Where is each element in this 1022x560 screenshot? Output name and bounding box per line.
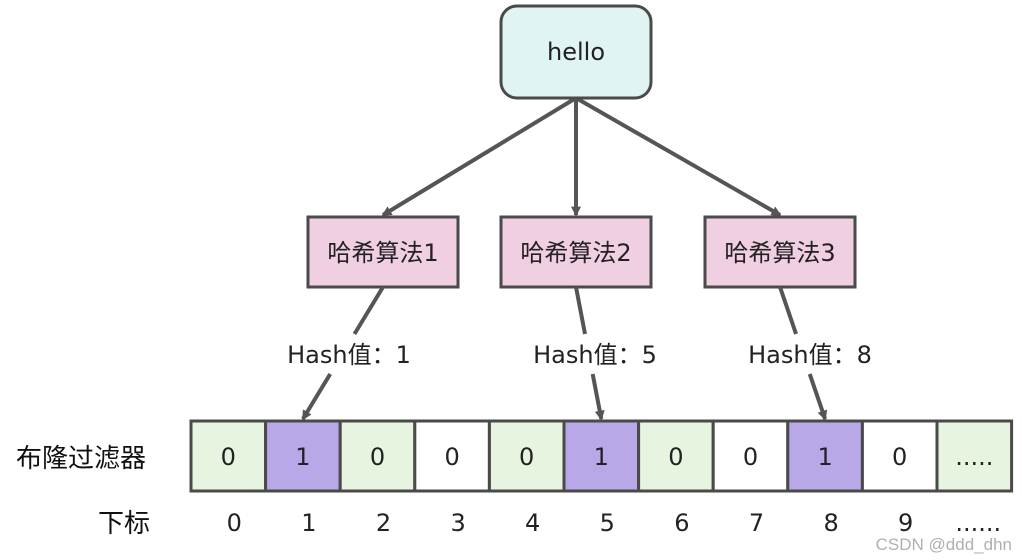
filter-cell-value-0: 0: [221, 443, 236, 471]
filter-cell-6: [637, 419, 715, 493]
index-label-0: 0: [227, 509, 242, 537]
filter-cell-value-8: 1: [817, 443, 832, 471]
index-label-1: 1: [301, 509, 316, 537]
index-row-label: 下标: [98, 509, 150, 539]
index-label-8: 8: [823, 509, 838, 537]
root-node-box: [499, 4, 653, 100]
root-node: hello: [499, 4, 653, 100]
filter-cell-value-3: 0: [444, 443, 459, 471]
hash-function-3: 哈希算法3: [703, 215, 857, 289]
hash-value-label-2: Hash值：5: [533, 341, 657, 369]
filter-cell-10: [935, 419, 1014, 493]
root-edges: [381, 96, 782, 217]
filter-cell-value-6: 0: [668, 443, 683, 471]
index-labels: 0 1 2 3 4 5 6 7 8 9......: [227, 509, 1002, 537]
filter-label: 布隆过滤器: [16, 444, 146, 474]
hash-value-label-1: Hash值：1: [287, 341, 411, 369]
edge-hash-1-to-cell: [301, 372, 332, 421]
filter-cell-value-7: 0: [743, 443, 758, 471]
index-label-5: 5: [600, 509, 615, 537]
filter-cell-4: [487, 419, 566, 493]
filter-cell-2: [338, 419, 417, 493]
index-label-7: 7: [749, 509, 764, 537]
index-label-6: 6: [674, 509, 689, 537]
filter-cell-1: [264, 419, 342, 493]
edge-hash-3-to-cell: [807, 373, 828, 421]
filter-cell-value-4: 0: [519, 443, 534, 471]
index-label-4: 4: [525, 509, 540, 537]
index-label-3: 3: [450, 509, 465, 537]
filter-cell-value-5: 1: [594, 443, 609, 471]
edge-hash-2-upper: [574, 286, 587, 335]
index-label-2: 2: [376, 509, 391, 537]
filter-cells: 0 1 0 0 0 1 0 0 1 0.....: [189, 419, 1014, 493]
filter-cell-value-9: 0: [892, 443, 907, 471]
index-label-9: 9: [898, 509, 913, 537]
edge-hash-3-upper: [778, 286, 798, 335]
edge-root-to-hash-3: [575, 96, 782, 217]
root-node-label: hello: [547, 38, 605, 66]
watermark: CSDN @ddd_dhn: [876, 535, 1012, 554]
hash-function-1-box: [306, 215, 460, 289]
edge-hash-1-upper: [352, 285, 385, 336]
hash-function-3-box: [703, 215, 857, 289]
filter-cell-value-2: 0: [370, 443, 385, 471]
filter-cell-3: [413, 419, 491, 493]
hash-function-1-label: 哈希算法1: [327, 239, 438, 267]
hash-function-2: 哈希算法2: [499, 215, 653, 289]
hash-function-2-label: 哈希算法2: [520, 239, 631, 267]
filter-cell-0: [189, 419, 268, 493]
hash-value-label-3: Hash值：8: [748, 341, 872, 369]
hash-function-1: 哈希算法1: [306, 215, 460, 289]
filter-cell-7: [711, 419, 790, 493]
edge-hash-2-to-cell: [590, 373, 605, 421]
hash-edges: [301, 285, 828, 421]
filter-cell-5: [562, 419, 641, 493]
filter-cell-value-10: .....: [955, 443, 993, 471]
filter-cell-value-1: 1: [295, 443, 310, 471]
index-label-10: ......: [955, 509, 1001, 537]
hash-function-3-label: 哈希算法3: [724, 239, 835, 267]
edge-root-to-hash-1: [381, 96, 578, 217]
